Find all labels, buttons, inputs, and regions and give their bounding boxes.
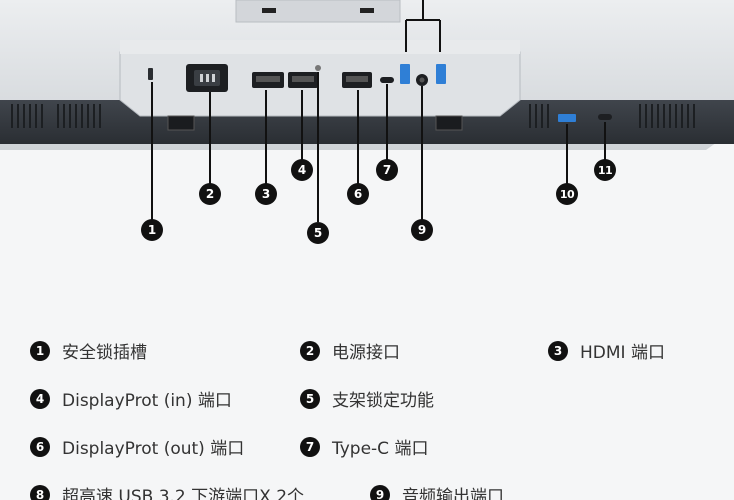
type-c-port (380, 77, 394, 83)
legend-label: 音频输出端口 (402, 487, 504, 500)
side-type-c-port (598, 114, 612, 120)
legend-item-8: 8 超高速 USB 3.2 下游端口X 2个 (30, 482, 304, 500)
monitor-rear-ports-diagram (0, 0, 734, 222)
callout-9: 9 (411, 219, 433, 241)
legend-badge: 6 (30, 436, 50, 457)
security-lock-slot (148, 68, 153, 80)
legend-badge: 7 (300, 436, 320, 457)
legend-item-4: 4 DisplayProt (in) 端口 (30, 386, 232, 411)
legend-label: 电源接口 (332, 343, 400, 363)
callout-3: 3 (255, 183, 277, 205)
legend-badge: 3 (548, 340, 568, 361)
usb-a-port-2 (436, 64, 446, 84)
legend-label: Type-C 端口 (332, 439, 429, 459)
legend-badge: 1 (30, 340, 50, 361)
callout-5: 5 (307, 222, 329, 244)
callout-10: 10 (556, 183, 578, 205)
stand-lock-screw (315, 65, 321, 71)
vent-slits (11, 104, 695, 128)
legend-item-7: 7 Type-C 端口 (300, 434, 428, 459)
legend-item-9: 9 音频输出端口 (370, 482, 504, 500)
legend-label: 支架锁定功能 (332, 391, 434, 411)
legend-item-1: 1 安全锁插槽 (30, 338, 147, 363)
side-usb-a-port (558, 114, 576, 122)
callout-4: 4 (291, 159, 313, 181)
legend-item-2: 2 电源接口 (300, 338, 400, 363)
callout-1: 1 (141, 219, 163, 241)
port-panel (119, 51, 521, 117)
stand-neck (235, 0, 401, 23)
legend-badge: 5 (300, 388, 320, 409)
callout-7: 7 (376, 159, 398, 181)
legend-item-3: 3 HDMI 端口 (548, 338, 665, 363)
legend-label: DisplayProt (out) 端口 (62, 439, 245, 459)
legend-label: HDMI 端口 (580, 343, 665, 363)
legend-badge: 9 (370, 484, 390, 500)
legend-label: DisplayProt (in) 端口 (62, 391, 232, 411)
legend-badge: 4 (30, 388, 50, 409)
legend-badge: 2 (300, 340, 320, 361)
callout-6: 6 (347, 183, 369, 205)
legend-item-5: 5 支架锁定功能 (300, 386, 434, 411)
callout-11: 11 (594, 159, 616, 181)
usb-a-port-1 (400, 64, 410, 84)
callout-2: 2 (199, 183, 221, 205)
leader-lines (151, 72, 606, 222)
legend-badge: 8 (30, 484, 50, 500)
legend-label: 安全锁插槽 (62, 343, 147, 363)
legend-item-6: 6 DisplayProt (out) 端口 (30, 434, 244, 459)
legend-label: 超高速 USB 3.2 下游端口X 2个 (62, 487, 305, 500)
